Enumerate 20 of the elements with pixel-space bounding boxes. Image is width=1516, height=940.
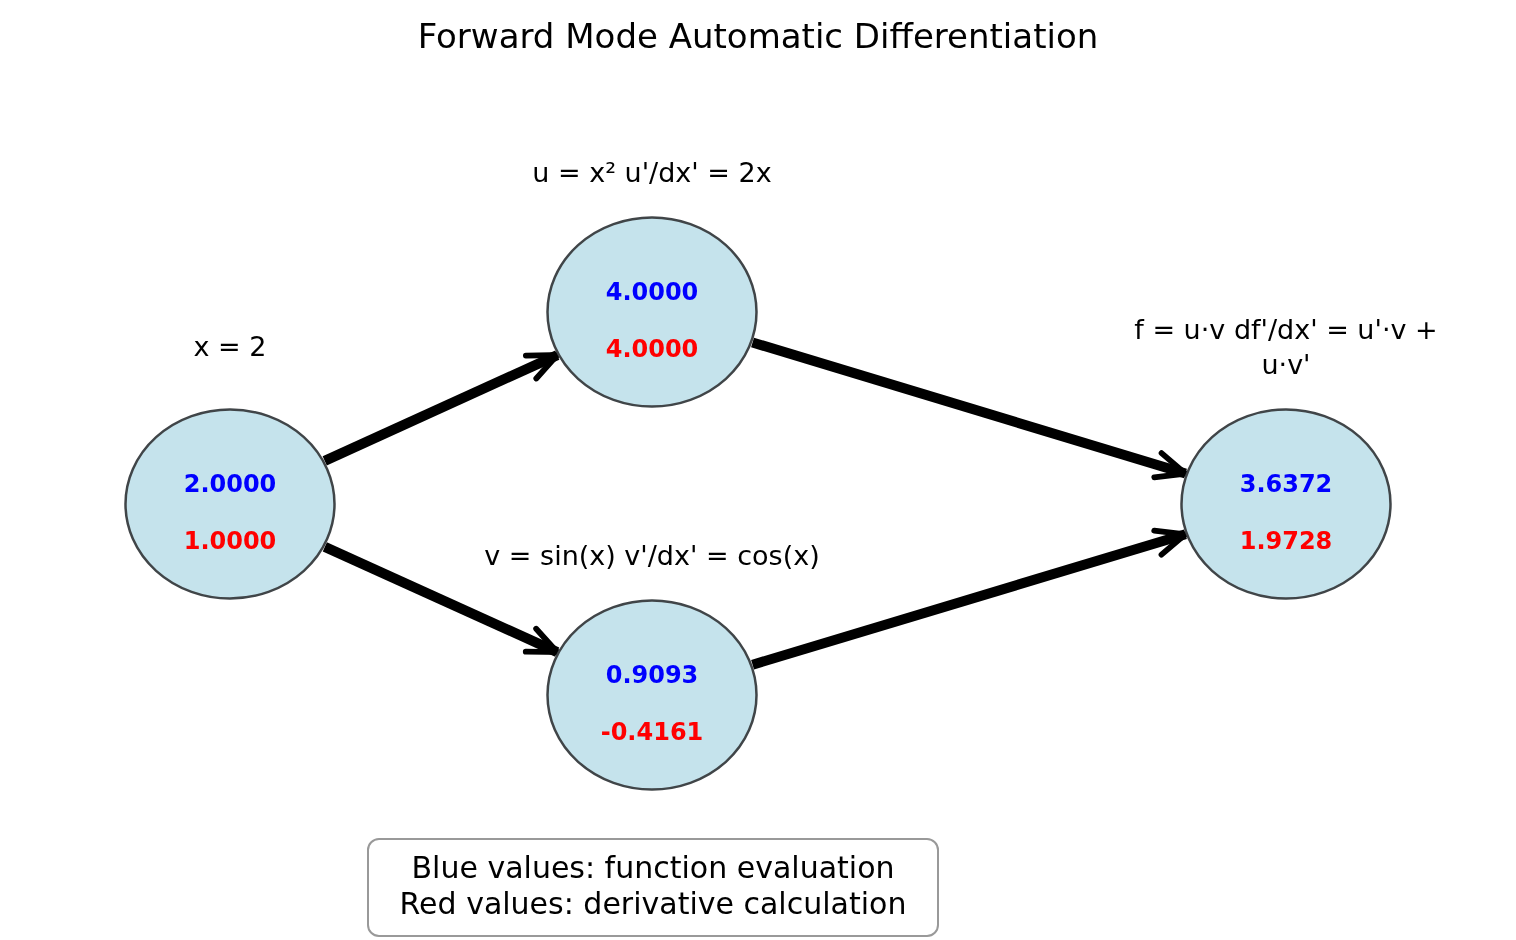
note-text: Blue values: function evaluation <box>410 850 896 886</box>
note-text: Red values: derivative calculation <box>398 886 908 922</box>
value-text: 2.0000 <box>183 470 277 498</box>
note-box <box>367 838 939 937</box>
arrow <box>751 337 1189 481</box>
value-text: 1.9728 <box>1239 527 1333 555</box>
value-text: 4.0000 <box>605 278 699 306</box>
formula-label: v = sin(x) v'/dx' = cos(x) <box>484 539 820 573</box>
diagram-title: Forward Mode Automatic Differentiation <box>416 16 1100 56</box>
arrow <box>322 542 561 657</box>
value-text: 4.0000 <box>605 335 699 363</box>
value-text: 0.9093 <box>605 661 699 689</box>
value-text: -0.4161 <box>600 718 704 746</box>
value-text: 3.6372 <box>1239 470 1333 498</box>
value-text: 1.0000 <box>183 527 277 555</box>
arrow <box>751 527 1189 670</box>
formula-label: x = 2 <box>193 330 267 364</box>
formula-label: f = u·v df'/dx' = u'·v + u·v' <box>1133 313 1439 382</box>
formula-label: u = x² u'/dx' = 2x <box>532 156 772 190</box>
arrow <box>322 350 561 466</box>
